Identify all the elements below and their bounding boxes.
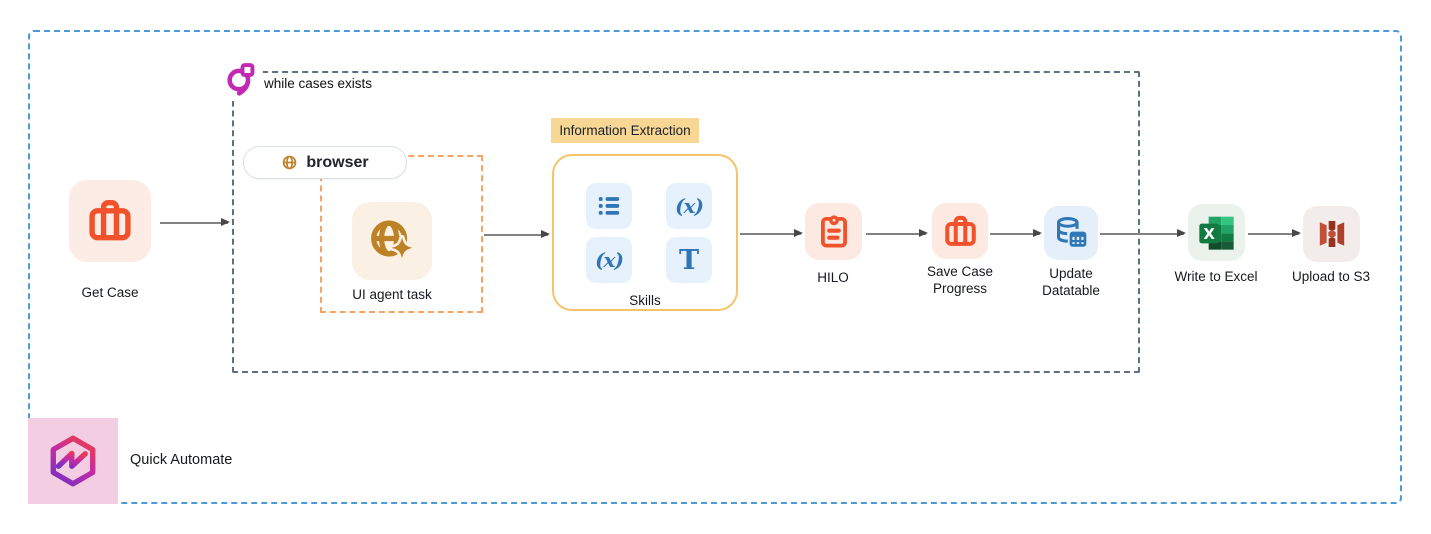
excel-icon: X xyxy=(1198,216,1234,250)
database-table-icon xyxy=(1056,216,1086,247)
connector-hilo-to-save xyxy=(866,230,928,236)
skill-tile-text[interactable]: T xyxy=(666,237,712,283)
connector-get-case-to-loop xyxy=(160,219,230,225)
bullet-list-icon xyxy=(598,197,620,215)
node-save-case-progress-label: Save Case Progress xyxy=(926,264,994,297)
brand-logo-tile xyxy=(28,418,118,504)
connector-skills-to-hilo xyxy=(740,230,803,236)
node-ui-agent-task-label: UI agent task xyxy=(352,287,432,302)
briefcase-icon xyxy=(944,215,976,246)
skill-tile-formula-2[interactable]: (x) xyxy=(586,237,632,283)
connector-update-to-excel xyxy=(1100,230,1186,236)
node-update-datatable[interactable] xyxy=(1044,206,1098,260)
text-icon: T xyxy=(678,244,700,276)
browser-tab[interactable]: browser xyxy=(243,146,407,179)
while-loop-container[interactable] xyxy=(232,71,1140,373)
connector-excel-to-s3 xyxy=(1248,230,1301,236)
while-loop-label: while cases exists xyxy=(264,76,373,91)
node-get-case[interactable] xyxy=(69,180,151,262)
skills-group-box[interactable] xyxy=(552,154,738,311)
clipboard-icon xyxy=(820,214,847,248)
node-upload-to-s3-label: Upload to S3 xyxy=(1291,269,1371,284)
node-hilo[interactable] xyxy=(805,203,862,260)
formula-x-icon: (x) xyxy=(595,248,624,272)
brand-name: Quick Automate xyxy=(130,452,233,468)
node-write-to-excel-label: Write to Excel xyxy=(1174,269,1258,284)
node-upload-to-s3[interactable] xyxy=(1303,206,1360,262)
node-update-datatable-label: Update Datatable xyxy=(1042,266,1100,299)
connector-save-to-update xyxy=(990,230,1042,236)
information-extraction-tag[interactable]: Information Extraction xyxy=(551,118,699,143)
svg-text:X: X xyxy=(1203,225,1215,243)
node-get-case-label: Get Case xyxy=(81,285,139,300)
skill-tile-list[interactable] xyxy=(586,183,632,229)
formula-x-icon: (x) xyxy=(675,194,704,218)
briefcase-icon xyxy=(89,199,131,241)
connector-task-to-skills xyxy=(484,231,550,237)
node-hilo-label: HILO xyxy=(817,270,849,285)
skill-tile-formula-1[interactable]: (x) xyxy=(666,183,712,229)
loop-icon-badge[interactable] xyxy=(219,57,263,101)
browser-tab-label: browser xyxy=(306,153,369,171)
globe-icon xyxy=(283,155,297,170)
node-write-to-excel[interactable]: X xyxy=(1188,204,1245,261)
node-ui-agent-task[interactable] xyxy=(352,202,432,280)
node-save-case-progress[interactable] xyxy=(932,203,988,259)
loop-icon xyxy=(226,62,254,96)
hexagon-bolt-logo xyxy=(50,435,96,487)
globe-sparkle-icon xyxy=(371,220,415,261)
skills-label: Skills xyxy=(629,293,661,308)
workflow-outer-container xyxy=(28,30,1402,504)
s3-bucket-icon xyxy=(1319,221,1344,247)
